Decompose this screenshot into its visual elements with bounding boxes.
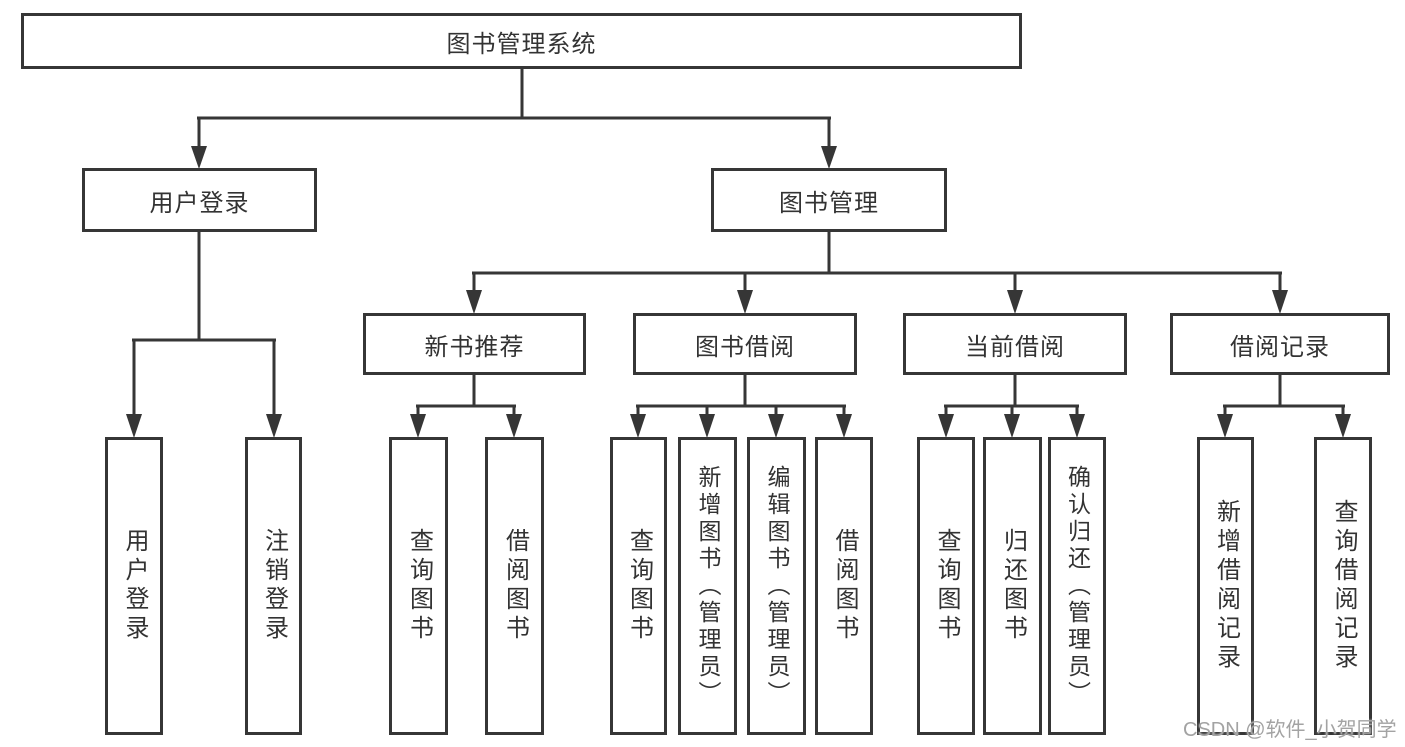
- node-bb-query-books-label: 查询图书: [625, 528, 653, 644]
- node-new-book-rec: 新书推荐: [363, 313, 586, 375]
- node-cb-query-books-label: 查询图书: [933, 528, 960, 644]
- connector-book-borrow-children: [630, 373, 852, 438]
- node-cb-query-books: 查询图书: [917, 437, 975, 735]
- connector-root-to-level2: [191, 67, 837, 169]
- node-br-add-record: 新增借阅记录: [1197, 437, 1254, 735]
- connector-book-mgmt-children: [466, 230, 1288, 314]
- node-bb-edit-books-admin-label: 编辑图书（管理员）: [764, 464, 790, 708]
- node-nbr-query-books-label: 查询图书: [405, 528, 433, 644]
- node-current-borrow: 当前借阅: [903, 313, 1127, 375]
- node-nbr-query-books: 查询图书: [389, 437, 448, 735]
- node-login: 用户登录: [105, 437, 163, 735]
- node-cb-confirm-return-admin-label: 确认归还（管理员）: [1064, 464, 1091, 708]
- connector-borrow-record-children: [1217, 373, 1351, 438]
- node-root: 图书管理系统: [21, 13, 1022, 69]
- csdn-watermark: CSDN @软件_小贺同学: [1183, 719, 1397, 741]
- node-bb-add-books-admin-label: 新增图书（管理员）: [695, 464, 721, 708]
- node-bb-edit-books-admin: 编辑图书（管理员）: [747, 437, 806, 735]
- node-cb-return-books: 归还图书: [983, 437, 1042, 735]
- node-bb-borrow-books: 借阅图书: [815, 437, 873, 735]
- node-bb-query-books: 查询图书: [610, 437, 667, 735]
- node-br-query-record-label: 查询借阅记录: [1330, 499, 1357, 673]
- connector-user-login-children: [126, 230, 282, 438]
- node-cb-confirm-return-admin: 确认归还（管理员）: [1048, 437, 1106, 735]
- node-nbr-borrow-books-label: 借阅图书: [501, 528, 529, 644]
- node-br-query-record: 查询借阅记录: [1314, 437, 1372, 735]
- node-book-borrow: 图书借阅: [633, 313, 857, 375]
- node-book-mgmt: 图书管理: [711, 168, 947, 232]
- node-logout-label: 注销登录: [260, 528, 288, 644]
- connector-current-borrow-children: [938, 373, 1085, 438]
- node-login-label: 用户登录: [121, 528, 148, 644]
- node-nbr-borrow-books: 借阅图书: [485, 437, 544, 735]
- node-bb-borrow-books-label: 借阅图书: [831, 528, 858, 644]
- connector-new-book-rec-children: [410, 373, 522, 438]
- node-cb-return-books-label: 归还图书: [999, 528, 1027, 644]
- node-borrow-record: 借阅记录: [1170, 313, 1390, 375]
- node-bb-add-books-admin: 新增图书（管理员）: [678, 437, 737, 735]
- node-br-add-record-label: 新增借阅记录: [1212, 499, 1240, 673]
- node-user-login: 用户登录: [82, 168, 317, 232]
- node-logout: 注销登录: [245, 437, 302, 735]
